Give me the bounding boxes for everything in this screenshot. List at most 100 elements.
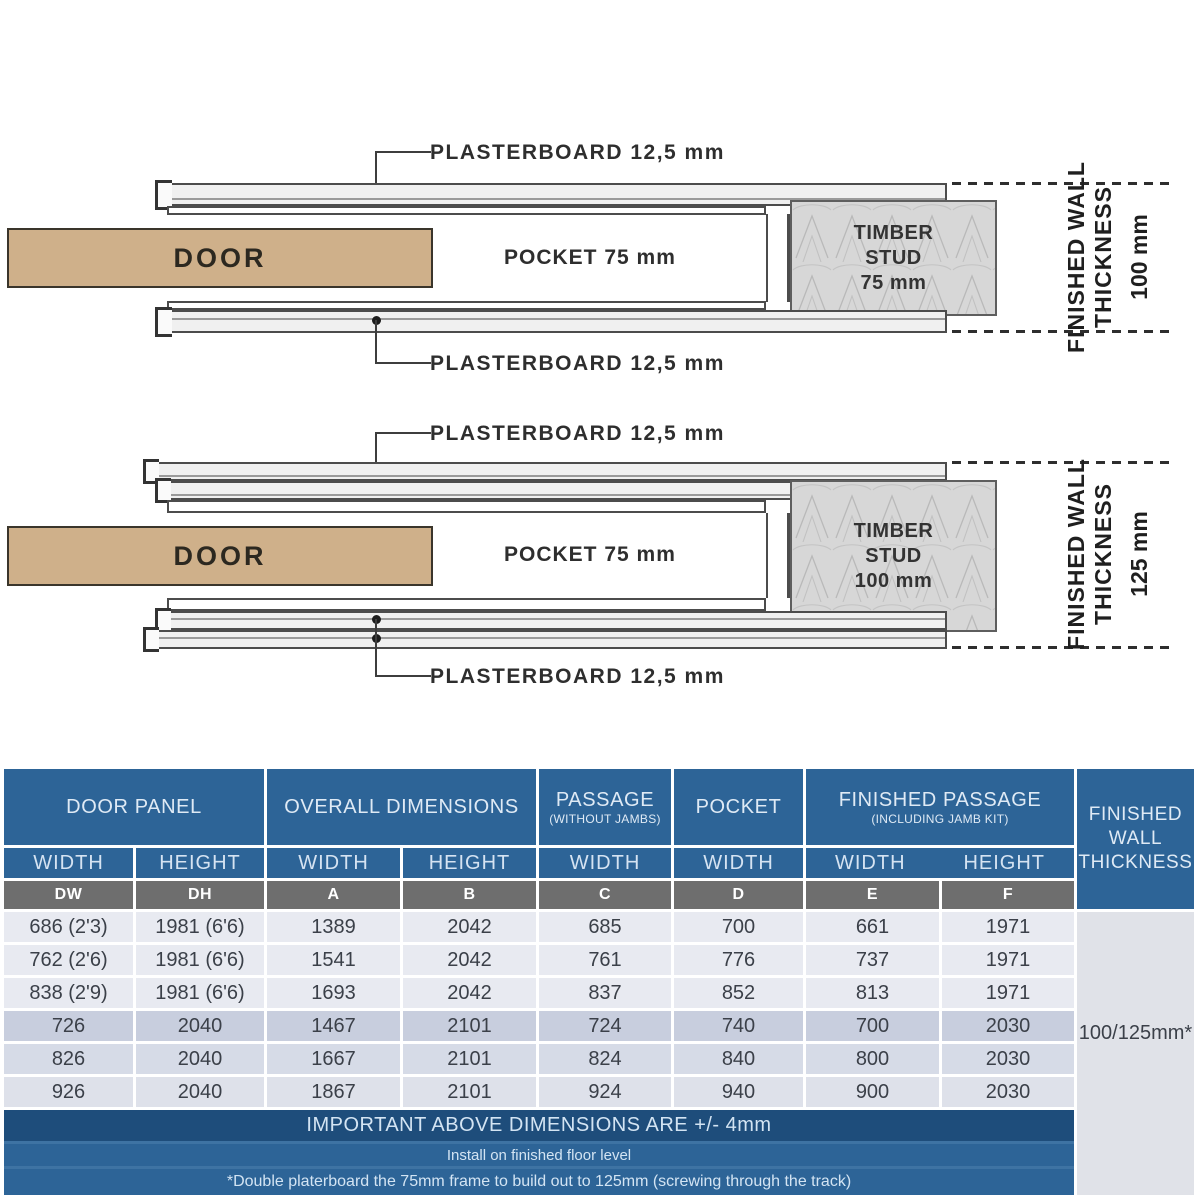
- finished-wall-thickness-label: FINISHED WALL THICKNESS: [1063, 424, 1117, 684]
- data-cell-r5c3: 1667: [267, 1044, 400, 1074]
- leader-line: [375, 320, 377, 363]
- wall-face-dashed-line: [952, 646, 1172, 649]
- data-cell-r1c3: 1389: [267, 912, 400, 942]
- wall-label-line: FINISHED WALL: [1063, 458, 1089, 650]
- header-letter-B: B: [403, 881, 536, 909]
- header-measure-4: WIDTH: [539, 848, 671, 878]
- data-cell-r6c6: 940: [674, 1077, 803, 1107]
- timber-stud-label: TIMBER STUD 75 mm: [854, 221, 934, 296]
- data-cell-r2c5: 761: [539, 945, 671, 975]
- board-joint-line: [162, 318, 945, 320]
- plasterboard-board-outer: [148, 630, 947, 649]
- header-group-label: FINISHED PASSAGE: [838, 788, 1042, 811]
- pocket-frame-rail: [167, 598, 766, 611]
- data-cell-r6c4: 2101: [403, 1077, 536, 1107]
- leader-line: [375, 151, 431, 153]
- pocket-end-upright: [766, 513, 790, 598]
- data-cell-r1c4: 2042: [403, 912, 536, 942]
- header-measure-3: HEIGHT: [403, 848, 536, 878]
- footer-note-3: *Double platerboard the 75mm frame to bu…: [4, 1169, 1074, 1195]
- track-end-cap: [155, 307, 172, 337]
- header-group-label: DOOR PANEL: [66, 796, 202, 818]
- data-cell-r1c2: 1981 (6'6): [136, 912, 264, 942]
- wood-grain-texture: [792, 202, 995, 314]
- footer-note-1: IMPORTANT ABOVE DIMENSIONS ARE +/- 4mm: [4, 1110, 1074, 1141]
- data-cell-r4c2: 2040: [136, 1011, 264, 1041]
- pocket-frame-rail: [167, 301, 766, 310]
- measure-label: HEIGHT: [159, 851, 241, 874]
- wall-face-dashed-line: [952, 461, 1172, 464]
- finished-wall-value-cell: 100/125mm*: [1077, 912, 1194, 1195]
- door-label: DOOR: [173, 242, 267, 273]
- timber-stud-label: TIMBER STUD 100 mm: [854, 519, 934, 594]
- data-cell-r2c6: 776: [674, 945, 803, 975]
- header-group-subtitle: (INCLUDING JAMB KIT): [871, 811, 1009, 826]
- data-cell-r5c8: 2030: [942, 1044, 1074, 1074]
- plasterboard-board-inner: [160, 611, 947, 630]
- pocket-end-upright: [766, 214, 790, 302]
- track-end-cap: [143, 459, 159, 484]
- header-letter-A: A: [267, 881, 400, 909]
- header-letter-DW: DW: [4, 881, 133, 909]
- door-panel: DOOR: [7, 228, 433, 288]
- data-cell-r4c5: 724: [539, 1011, 671, 1041]
- data-cell-r6c2: 2040: [136, 1077, 264, 1107]
- header-corner-line: WALL: [1108, 828, 1163, 849]
- data-cell-r4c1: 726: [4, 1011, 133, 1041]
- stud-line: STUD: [865, 246, 922, 269]
- header-letter-D: D: [674, 881, 803, 909]
- board-joint-line: [162, 618, 945, 620]
- spec-table: DOOR PANEL OVERALL DIMENSIONS PASSAGE(WITH…: [4, 769, 1194, 1195]
- wall-face-dashed-line: [952, 182, 1172, 185]
- header-measure-5: WIDTH: [674, 848, 803, 878]
- stud-line: STUD: [865, 544, 922, 567]
- measure-label: HEIGHT: [428, 851, 511, 874]
- header-group-0: DOOR PANEL: [4, 769, 264, 845]
- track-end-cap: [155, 478, 171, 503]
- wood-grain-texture: [792, 482, 995, 630]
- board-joint-line: [150, 475, 945, 477]
- data-cell-r5c4: 2101: [403, 1044, 536, 1074]
- data-cell-r3c7: 813: [806, 978, 939, 1008]
- header-group-4: FINISHED PASSAGE(INCLUDING JAMB KIT): [806, 769, 1074, 845]
- data-cell-r3c3: 1693: [267, 978, 400, 1008]
- measure-label: HEIGHT: [963, 851, 1046, 874]
- data-cell-r4c7: 700: [806, 1011, 939, 1041]
- plasterboard-bottom-label: PLASTERBOARD 12,5 mm: [430, 352, 725, 375]
- track-end-cap: [143, 627, 159, 652]
- header-group-1: OVERALL DIMENSIONS: [267, 769, 536, 845]
- header-letter-E: E: [806, 881, 939, 909]
- header-measure-0: WIDTH: [4, 848, 133, 878]
- wall-label-line: THICKNESS: [1090, 483, 1116, 625]
- header-letter-F: F: [942, 881, 1074, 909]
- board-joint-line: [162, 494, 945, 496]
- data-cell-r6c5: 924: [539, 1077, 671, 1107]
- data-cell-r3c4: 2042: [403, 978, 536, 1008]
- header-group-3: POCKET: [674, 769, 803, 845]
- data-cell-r6c7: 900: [806, 1077, 939, 1107]
- plasterboard-top-label: PLASTERBOARD 12,5 mm: [430, 141, 725, 164]
- data-cell-r2c4: 2042: [403, 945, 536, 975]
- data-cell-r3c1: 838 (2'9): [4, 978, 133, 1008]
- data-cell-r5c7: 800: [806, 1044, 939, 1074]
- header-corner-line: THICKNESS: [1078, 852, 1193, 873]
- timber-stud-75: TIMBER STUD 75 mm: [790, 200, 997, 316]
- finished-wall-thickness-value: 125 mm: [1126, 511, 1152, 597]
- leader-line: [375, 432, 431, 434]
- measure-label: WIDTH: [569, 851, 641, 874]
- header-letter-C: C: [539, 881, 671, 909]
- data-cell-r3c6: 852: [674, 978, 803, 1008]
- data-cell-r5c5: 824: [539, 1044, 671, 1074]
- stud-line: 100 mm: [854, 569, 933, 592]
- plasterboard-bottom-label: PLASTERBOARD 12,5 mm: [430, 665, 725, 688]
- header-group-2: PASSAGE(WITHOUT JAMBS): [539, 769, 671, 845]
- header-group-label: OVERALL DIMENSIONS: [284, 796, 519, 818]
- measure-label: WIDTH: [298, 851, 369, 874]
- data-cell-r1c6: 700: [674, 912, 803, 942]
- pocket-label: POCKET 75 mm: [504, 246, 676, 269]
- data-cell-r2c2: 1981 (6'6): [136, 945, 264, 975]
- data-cell-r1c1: 686 (2'3): [4, 912, 133, 942]
- plasterboard-top-label: PLASTERBOARD 12,5 mm: [430, 422, 725, 445]
